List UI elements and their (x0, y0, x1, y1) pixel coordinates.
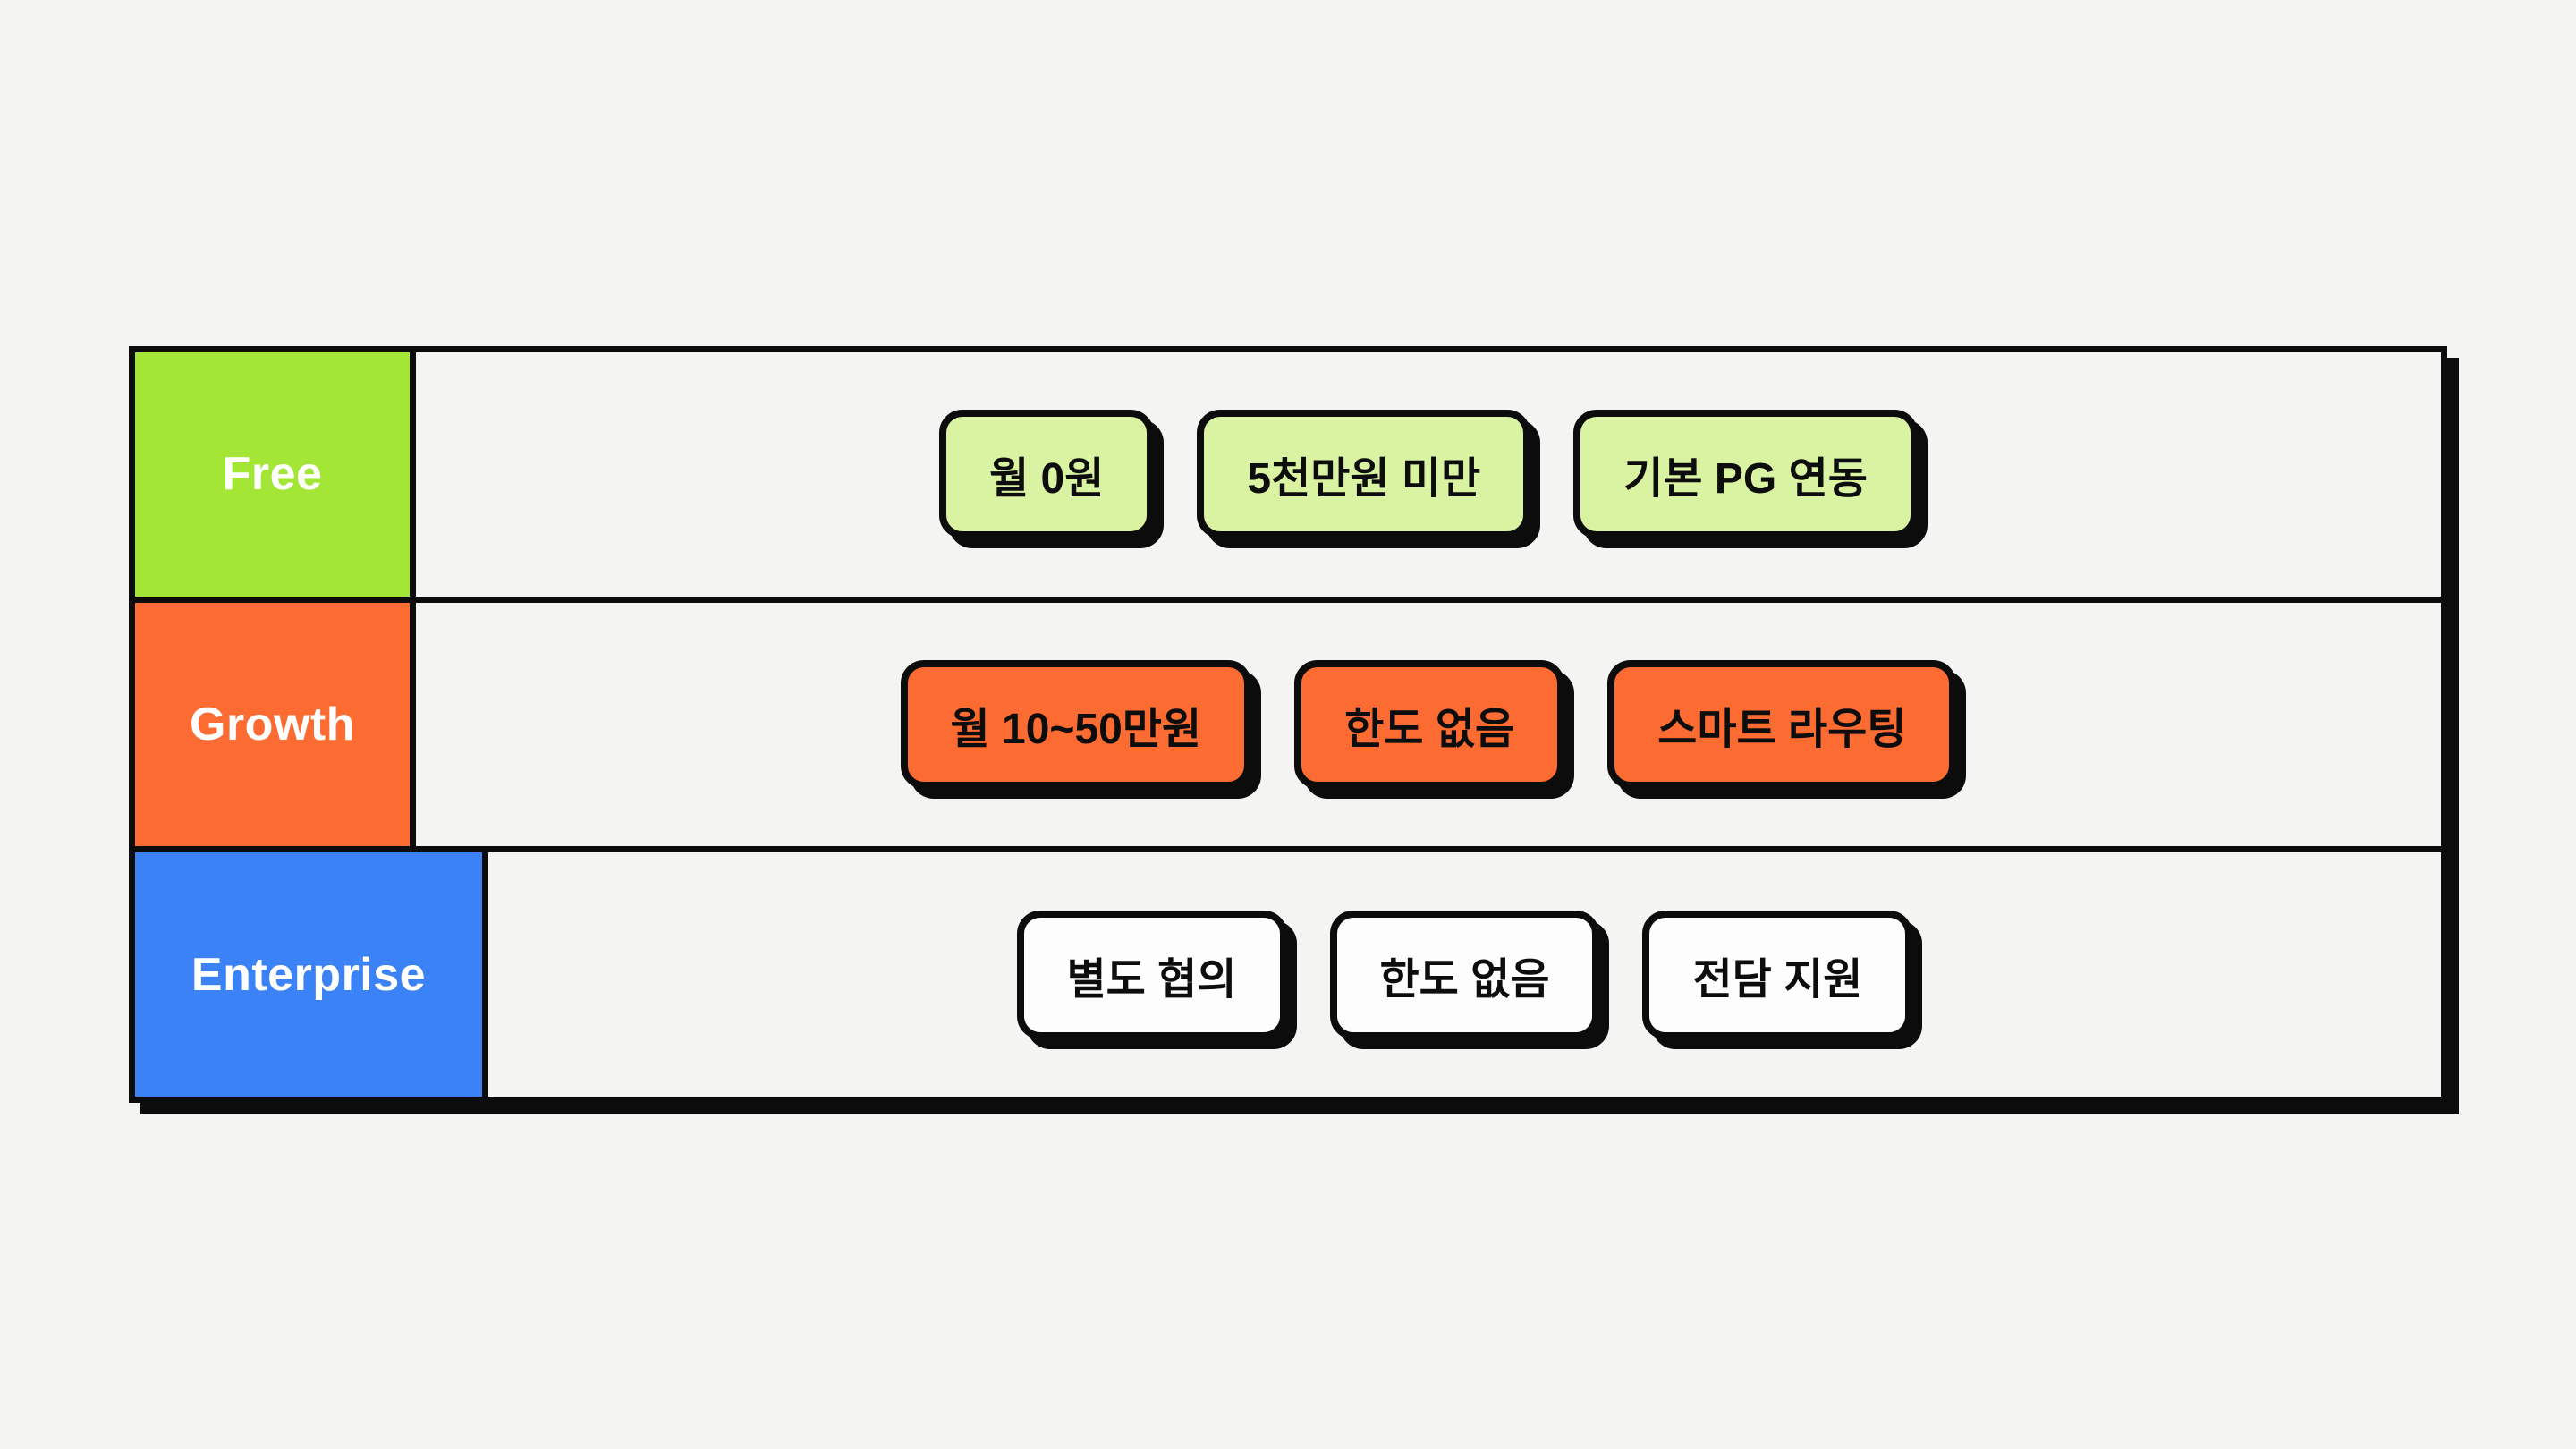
chip-growth-price-text: 월 10~50만원 (950, 706, 1202, 753)
row-free: Free 월 0원 5천만원 미만 기본 PG 연동 (135, 352, 2441, 597)
chip-growth-limit: 한도 없음 (1294, 660, 1565, 789)
chip-enterprise-limit-text: 한도 없음 (1379, 955, 1550, 1004)
chip-enterprise-price: 별도 협의 (1016, 910, 1287, 1039)
row-growth: Growth 월 10~50만원 한도 없음 스마트 라우팅 (135, 596, 2441, 847)
tier-label-free-text: Free (222, 448, 323, 501)
chip-enterprise-feature: 전담 지원 (1642, 910, 1913, 1039)
chip-enterprise-limit: 한도 없음 (1329, 910, 1600, 1039)
chip-free-feature: 기본 PG 연동 (1573, 410, 1918, 539)
tier-label-growth-text: Growth (190, 699, 355, 750)
chip-free-limit-text: 5천만원 미만 (1247, 455, 1481, 504)
chip-free-feature-text: 기본 PG 연동 (1623, 455, 1868, 504)
chip-growth-feature-text: 스마트 라우팅 (1657, 706, 1907, 753)
tier-label-free: Free (135, 352, 416, 597)
row-free-features: 월 0원 5천만원 미만 기본 PG 연동 (416, 352, 2441, 597)
chip-free-price: 월 0원 (939, 410, 1155, 539)
pricing-tier-table: Free 월 0원 5천만원 미만 기본 PG 연동 Growth 월 (129, 346, 2447, 1103)
chip-growth-price: 월 10~50만원 (900, 660, 1252, 789)
chip-enterprise-feature-text: 전담 지원 (1692, 955, 1863, 1004)
tier-label-enterprise-text: Enterprise (191, 948, 427, 1001)
row-growth-features: 월 10~50만원 한도 없음 스마트 라우팅 (416, 603, 2441, 847)
chip-free-price-text: 월 0원 (989, 455, 1105, 504)
chip-growth-feature: 스마트 라우팅 (1607, 660, 1957, 789)
chip-growth-limit-text: 한도 없음 (1344, 706, 1515, 753)
tier-label-enterprise: Enterprise (135, 852, 488, 1097)
row-enterprise-features: 별도 협의 한도 없음 전담 지원 (488, 852, 2441, 1097)
tier-label-growth: Growth (135, 602, 416, 847)
chip-enterprise-price-text: 별도 협의 (1066, 955, 1237, 1004)
row-enterprise: Enterprise 별도 협의 한도 없음 전담 지원 (135, 846, 2441, 1097)
chip-free-limit: 5천만원 미만 (1197, 410, 1531, 539)
